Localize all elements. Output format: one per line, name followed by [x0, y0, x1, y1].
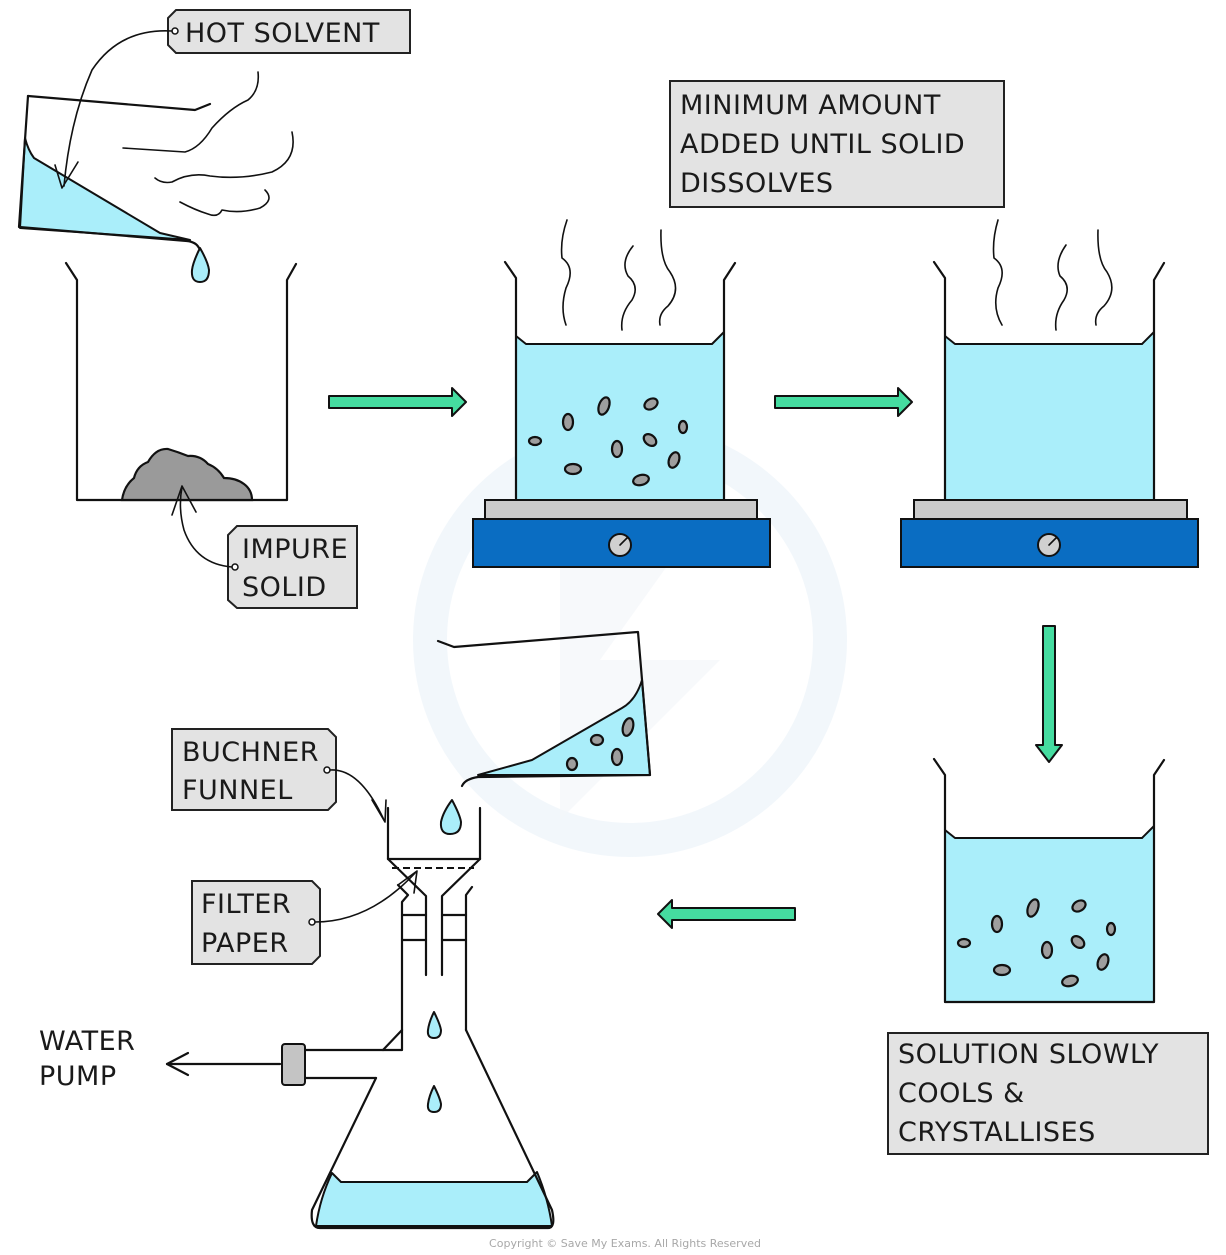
label-minimum-amount-line2: ADDED UNTIL SOLID: [680, 129, 965, 160]
steam-lines-2: [560, 219, 677, 331]
steam-lines-3: [992, 219, 1113, 331]
label-impure-solid-line2: SOLID: [242, 572, 327, 603]
step-5-filtration: WATER PUMP BUCHNER FUNNEL FILTER PAPER: [39, 630, 652, 1230]
label-filter-paper-line2: PAPER: [201, 928, 289, 959]
flow-arrow-down: [1035, 625, 1063, 763]
step-4-crystallising: [932, 757, 1166, 1004]
label-filter-paper: FILTER PAPER: [191, 870, 418, 965]
flask-neck: [381, 883, 474, 1052]
label-water-pump-line1: WATER: [39, 1026, 135, 1057]
label-hot-solvent: HOT SOLVENT: [54, 9, 411, 189]
label-hot-solvent-text: HOT SOLVENT: [185, 18, 380, 49]
crystals-formed: [956, 898, 1117, 988]
step-3-dissolved: [900, 219, 1199, 568]
label-filter-paper-line1: FILTER: [201, 889, 291, 920]
crystals-dissolving: [527, 396, 689, 487]
label-solution-cools-line2: COOLS &: [898, 1078, 1025, 1109]
side-arm-bung: [281, 1043, 306, 1086]
filtrate-drop-1: [439, 799, 462, 835]
copyright-text: Copyright © Save My Exams. All Rights Re…: [489, 1237, 761, 1250]
label-minimum-amount: MINIMUM AMOUNT ADDED UNTIL SOLID DISSOLV…: [669, 80, 1005, 208]
step-2-dissolving: [472, 219, 771, 568]
label-buchner-funnel: BUCHNER FUNNEL: [171, 728, 387, 823]
label-minimum-amount-line1: MINIMUM AMOUNT: [680, 90, 941, 121]
solvent-drop: [190, 247, 210, 283]
filtrate-drop-3: [426, 1085, 442, 1113]
label-impure-solid: IMPURE SOLID: [171, 485, 358, 609]
flow-arrow-right-2: [774, 387, 913, 417]
impure-solid-pile: [120, 447, 254, 502]
filtrate-drop-2: [426, 1011, 442, 1039]
pouring-beaker-crystals: [436, 630, 652, 788]
water-pump-arrow: [165, 1051, 282, 1077]
label-solution-cools-line3: CRYSTALLISES: [898, 1117, 1096, 1148]
flow-arrow-right-1: [328, 387, 467, 417]
label-water-pump-line2: PUMP: [39, 1061, 117, 1092]
flow-arrow-left: [657, 899, 796, 929]
label-solution-cools-line1: SOLUTION SLOWLY: [898, 1039, 1159, 1070]
buchner-funnel: [386, 806, 482, 977]
label-solution-cools: SOLUTION SLOWLY COOLS & CRYSTALLISES: [887, 1032, 1209, 1155]
label-buchner-funnel-line2: FUNNEL: [182, 775, 293, 806]
steam-lines: [122, 71, 294, 217]
label-minimum-amount-line3: DISSOLVES: [680, 168, 834, 199]
hot-plate-1: [472, 499, 771, 568]
step-1-hot-solvent: HOT SOLVENT IMPURE SOLID: [17, 9, 411, 609]
label-impure-solid-line1: IMPURE: [242, 534, 348, 565]
buchner-flask: [303, 1011, 555, 1230]
hot-plate-2: [900, 499, 1199, 568]
pouring-beaker: [17, 94, 212, 250]
beaker-1: [64, 261, 298, 502]
label-buchner-funnel-line1: BUCHNER: [182, 737, 319, 768]
